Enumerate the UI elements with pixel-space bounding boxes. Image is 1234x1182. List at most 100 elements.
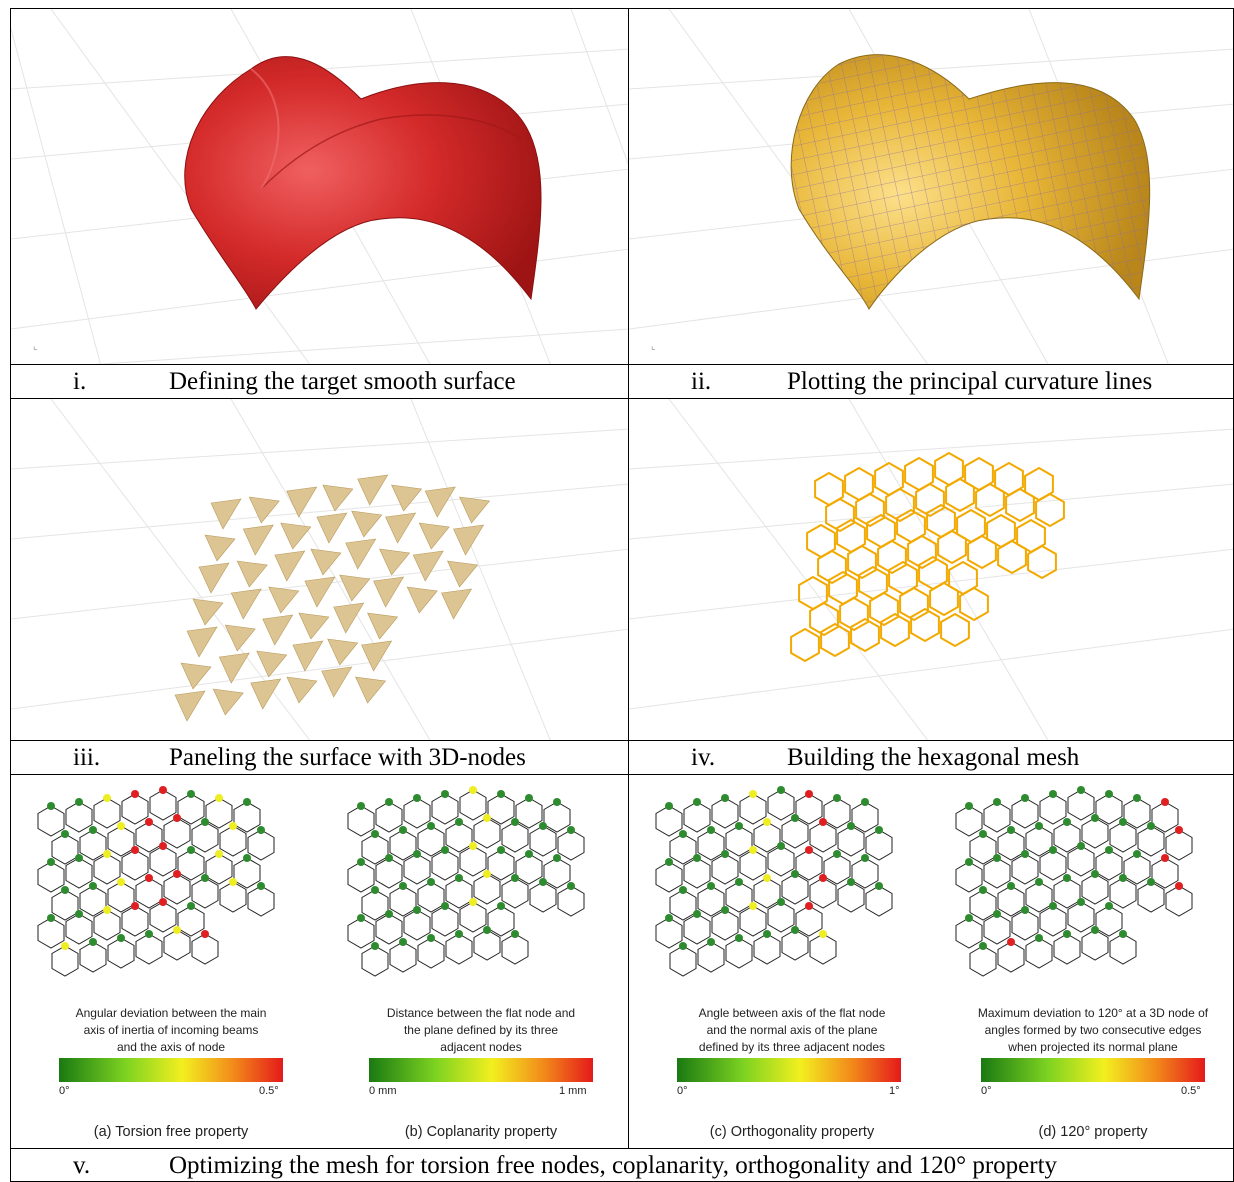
mesh-cell <box>1053 933 1081 965</box>
scale-min-d: 0° <box>981 1085 992 1097</box>
mesh-cell <box>1067 789 1095 821</box>
mesh-cell <box>969 833 997 865</box>
caption-text: Plotting the principal curvature lines <box>787 368 1153 395</box>
mesh-node <box>1021 794 1029 802</box>
mesh-cell <box>135 933 163 965</box>
mesh-cell <box>1025 937 1053 969</box>
description-b: Distance between the flat node and the p… <box>386 1006 576 1054</box>
hexagon-cell <box>825 497 855 533</box>
mesh-cell <box>1109 821 1137 853</box>
mesh-cell <box>79 941 107 973</box>
property-label-c: (c) Orthogonality property <box>709 1124 875 1140</box>
mesh-cell <box>515 797 543 829</box>
hexagon-cell <box>1035 492 1065 528</box>
mesh-node <box>173 870 181 878</box>
mesh-node <box>511 818 519 826</box>
mesh-cell <box>823 797 851 829</box>
mesh-diagram-d <box>955 786 1193 977</box>
triangle-panel <box>248 496 280 524</box>
mesh-cell <box>375 913 403 945</box>
mesh-node <box>1063 930 1071 938</box>
triangle-panel <box>204 534 236 562</box>
scale-min-a: 0° <box>59 1085 70 1097</box>
mesh-cell <box>107 937 135 969</box>
mesh-cell <box>1081 929 1109 961</box>
mesh-cell <box>1123 853 1151 885</box>
mesh-node <box>1133 794 1141 802</box>
mesh-node <box>525 850 533 858</box>
triangle-panel <box>441 588 473 620</box>
mesh-node <box>1049 790 1057 798</box>
mesh-cell <box>669 889 697 921</box>
mesh-cell <box>795 849 823 881</box>
mesh-node <box>749 846 757 854</box>
hexagon-cell <box>910 607 940 643</box>
mesh-node <box>511 930 519 938</box>
mesh-node <box>413 850 421 858</box>
caption-number: v. <box>73 1152 91 1179</box>
mesh-node <box>1007 882 1015 890</box>
mesh-node <box>861 854 869 862</box>
mesh-cell <box>795 905 823 937</box>
mesh-node <box>61 886 69 894</box>
mesh-cell <box>969 889 997 921</box>
hexagon-cell <box>817 549 847 585</box>
mesh-cell <box>983 913 1011 945</box>
hexagon-cell <box>847 544 877 580</box>
mesh-cell <box>865 885 893 917</box>
mesh-cell <box>163 873 191 905</box>
mesh-node <box>721 906 729 914</box>
mesh-node <box>1077 842 1085 850</box>
triangle-panel <box>268 586 300 614</box>
triangle-panel <box>174 690 206 722</box>
mesh-node <box>1119 874 1127 882</box>
mesh-cell <box>823 853 851 885</box>
mesh-node <box>539 878 547 886</box>
mesh-diagram-b <box>347 786 585 977</box>
color-scale-c <box>677 1058 901 1082</box>
mesh-node <box>791 814 799 822</box>
mesh-node <box>399 938 407 946</box>
hexagon-cell <box>967 534 997 570</box>
mesh-node <box>965 858 973 866</box>
mesh-node <box>707 938 715 946</box>
hexagon-cell <box>915 482 945 518</box>
triangle-panel <box>262 614 294 646</box>
mesh-cell <box>247 885 275 917</box>
mesh-cell <box>1053 821 1081 853</box>
mesh-cell <box>739 905 767 937</box>
mesh-cell <box>65 913 93 945</box>
mesh-node <box>385 798 393 806</box>
scale-max-b: 1 mm <box>559 1085 587 1097</box>
mesh-cell <box>177 905 205 937</box>
mesh-node <box>131 902 139 910</box>
mesh-cell <box>487 793 515 825</box>
triangle-panel <box>361 640 393 672</box>
hexagon-cell <box>885 487 915 523</box>
property-label-b: (b) Coplanarity property <box>404 1124 558 1140</box>
caption-text: Building the hexagonal mesh <box>787 744 1080 771</box>
mesh-cell <box>1165 829 1193 861</box>
mesh-cell <box>417 881 445 913</box>
mesh-cell <box>417 825 445 857</box>
property-label-d: (d) 120° property <box>1038 1124 1148 1140</box>
mesh-cell <box>445 877 473 909</box>
mesh-node <box>567 882 575 890</box>
triangle-panel <box>321 666 353 698</box>
mesh-node <box>875 826 883 834</box>
mesh-node <box>1091 814 1099 822</box>
mesh-node <box>357 802 365 810</box>
mesh-cell <box>969 945 997 977</box>
mesh-cell <box>361 889 389 921</box>
mesh-cell <box>233 857 261 889</box>
mesh-node <box>539 822 547 830</box>
hexagon-cell <box>809 601 839 637</box>
mesh-cell <box>473 873 501 905</box>
mesh-node <box>721 850 729 858</box>
mesh-node <box>791 926 799 934</box>
mesh-node <box>1119 930 1127 938</box>
caption-number: iii. <box>73 744 101 771</box>
description-c: Angle between axis of the flat node and … <box>698 1006 886 1054</box>
mesh-node <box>665 858 673 866</box>
